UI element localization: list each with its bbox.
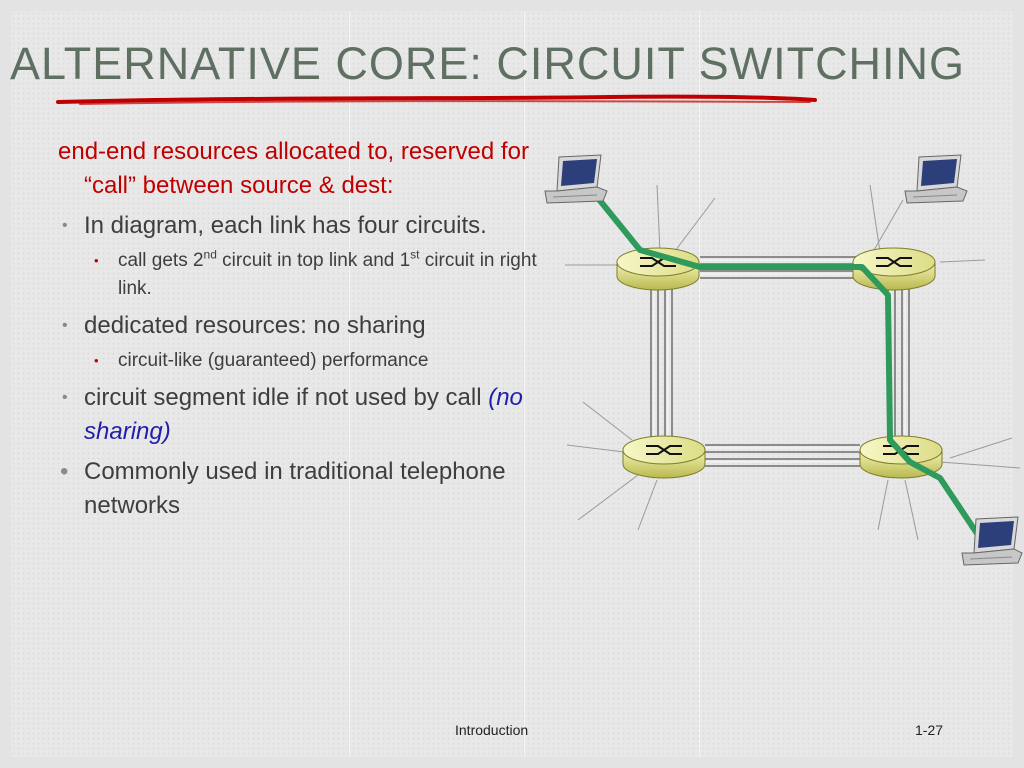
bullet-text: In diagram, each link has four circuits. (84, 212, 487, 239)
laptop-icon (961, 516, 1023, 566)
bullet-dot: • (60, 458, 69, 485)
bullet-dot: • (62, 389, 68, 406)
emphasis-text: (no sharing) (84, 384, 523, 445)
bullet-item: • In diagram, each link has four circuit… (58, 209, 538, 243)
bullet-item: • dedicated resources: no sharing (58, 309, 538, 343)
laptop-icon (544, 154, 608, 204)
circuit-link-highlights (653, 259, 906, 463)
sub-bullet-text: circuit-like (guaranteed) performance (118, 350, 429, 371)
router-icon (616, 247, 700, 291)
call-circuit-path (590, 189, 983, 541)
bullet-dot: • (62, 217, 68, 234)
sub-bullet-text: call gets 2nd circuit in top link and 1s… (118, 247, 537, 299)
divider-line (524, 11, 525, 757)
lead-text: end-end resources allocated to, reserved… (58, 138, 529, 199)
slide-title: ALTERNATIVE CORE: CIRCUIT SWITCHING (10, 38, 966, 89)
footer-section-label: Introduction (455, 722, 529, 738)
slide-number: 1-27 (915, 722, 944, 738)
access-links (565, 184, 1021, 541)
divider-line (699, 11, 700, 757)
bullet-item: • circuit segment idle if not used by ca… (58, 381, 538, 449)
laptop-icon (904, 154, 968, 204)
sub-bullet-item: • circuit-like (guaranteed) performance (58, 347, 538, 375)
slide (11, 11, 1013, 757)
slide-body: end-end resources allocated to, reserved… (58, 135, 538, 523)
router-icon (622, 435, 706, 479)
bullet-dot: • (94, 353, 99, 368)
bullet-item: • Commonly used in traditional telephone… (58, 455, 538, 523)
sub-bullet-item: • call gets 2nd circuit in top link and … (58, 247, 538, 303)
bullet-text: circuit segment idle if not used by call… (84, 384, 523, 445)
divider-line (349, 11, 350, 757)
bullet-text: dedicated resources: no sharing (84, 312, 426, 339)
bullet-dot: • (94, 253, 99, 268)
red-underline (56, 94, 817, 105)
bullet-text: Commonly used in traditional telephone n… (84, 458, 506, 519)
bullet-dot: • (62, 317, 68, 334)
circuit-links (650, 256, 910, 467)
